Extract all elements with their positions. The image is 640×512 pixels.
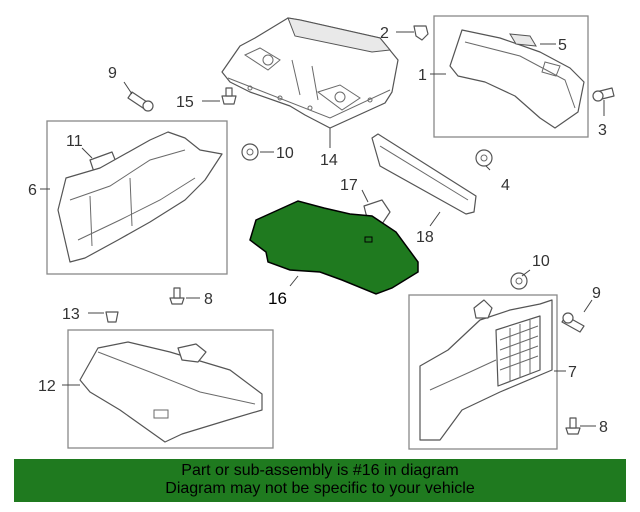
leader-11	[81, 147, 93, 159]
leader-16	[289, 275, 299, 287]
callout-5: 5	[558, 37, 567, 54]
leader-9a	[123, 81, 133, 95]
info-banner: Part or sub-assembly is #16 in diagram D…	[14, 459, 626, 502]
group-box-1	[433, 15, 589, 138]
callout-4: 4	[501, 177, 510, 194]
leader-17	[361, 189, 369, 203]
callout-14: 14	[320, 152, 338, 169]
callout-17: 17	[340, 177, 358, 194]
bolt-9-left[interactable]	[127, 91, 154, 112]
callout-2: 2	[380, 25, 389, 42]
clip-8-left[interactable]	[169, 287, 185, 305]
callout-9b: 9	[592, 285, 601, 302]
pin-13[interactable]	[105, 311, 119, 323]
callout-6: 6	[28, 182, 37, 199]
grommet-4[interactable]	[475, 149, 493, 167]
leader-18	[429, 211, 441, 227]
left-side-trim[interactable]	[57, 131, 223, 263]
callout-8a: 8	[204, 291, 213, 308]
floor-mat-16[interactable]	[249, 200, 419, 295]
callout-12: 12	[38, 378, 56, 395]
clip-2[interactable]	[413, 25, 429, 41]
callout-3: 3	[598, 122, 607, 139]
leader-10b	[521, 269, 531, 277]
group-box-7	[408, 294, 558, 450]
callout-10b: 10	[532, 253, 550, 270]
package-tray[interactable]	[221, 17, 399, 129]
right-side-trim[interactable]	[419, 299, 553, 441]
callout-10a: 10	[276, 145, 294, 162]
leader-4	[485, 165, 491, 171]
group-box-6	[46, 120, 228, 275]
trunk-floor-cover[interactable]	[79, 341, 263, 443]
callout-11: 11	[66, 133, 83, 150]
bolt-3[interactable]	[592, 87, 615, 102]
banner-line-2: Diagram may not be specific to your vehi…	[165, 480, 475, 497]
grommet-10-upper[interactable]	[241, 143, 259, 161]
callout-16: 16	[268, 289, 287, 308]
callout-7: 7	[568, 364, 577, 381]
callout-8b: 8	[599, 419, 608, 436]
brace-18[interactable]	[371, 133, 477, 215]
callout-9a: 9	[108, 65, 117, 82]
group-box-12	[67, 329, 274, 449]
clip-15[interactable]	[221, 87, 237, 105]
grommet-10-lower[interactable]	[510, 272, 528, 290]
callout-15: 15	[176, 94, 194, 111]
clip-8-right[interactable]	[565, 417, 581, 435]
callout-1: 1	[418, 67, 427, 84]
callout-13: 13	[62, 306, 80, 323]
banner-line-1: Part or sub-assembly is #16 in diagram	[181, 462, 459, 479]
highlighted-part	[249, 200, 419, 295]
leader-9b	[583, 299, 593, 313]
upper-trim-panel[interactable]	[449, 29, 585, 129]
bolt-9-right[interactable]	[561, 312, 585, 333]
callout-18: 18	[416, 229, 434, 246]
